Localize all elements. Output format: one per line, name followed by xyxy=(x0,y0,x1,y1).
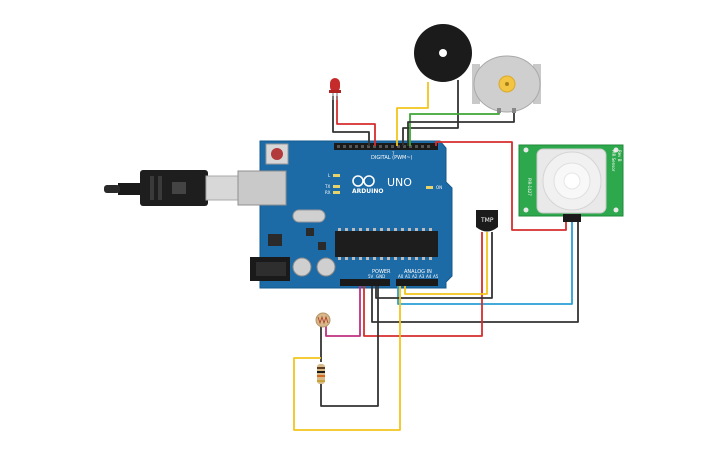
crystal xyxy=(292,209,326,223)
pir-sensor[interactable]: PIR Sensor Rev B PIR-1427 xyxy=(518,144,624,222)
tmp-label: TMP xyxy=(480,217,494,224)
wire-pir-gnd[interactable] xyxy=(371,222,579,323)
pir-label-2: Rev B xyxy=(617,150,622,162)
brand-label: ARDUINO xyxy=(352,188,383,195)
power-header-label: POWER xyxy=(372,269,391,275)
led-l xyxy=(333,174,340,177)
wire-tmp-vcc[interactable] xyxy=(363,232,483,337)
power-pin-gnd-label: GND xyxy=(376,274,385,279)
analog-pin-a3-label: A3 xyxy=(419,274,425,279)
wire-led-cathode[interactable] xyxy=(332,96,370,146)
capacitor-1 xyxy=(292,257,312,277)
led-label-rx: RX xyxy=(325,190,331,195)
analog-header[interactable] xyxy=(396,279,438,286)
wires xyxy=(293,80,579,431)
digital-pin-7-label: 7 xyxy=(392,151,395,156)
pir-label-3: PIR-1427 xyxy=(527,178,532,196)
power-header[interactable] xyxy=(340,279,390,286)
led-label-tx: TX xyxy=(324,184,330,189)
wire-motor-black[interactable] xyxy=(407,110,515,146)
wire-resistor-gnd[interactable] xyxy=(320,286,379,407)
led-on xyxy=(426,186,433,189)
red-led[interactable] xyxy=(329,78,341,100)
analog-header-label: ANALOG IN xyxy=(404,269,432,275)
reset-knob[interactable] xyxy=(271,148,283,160)
analog-pin-a5-label: A5 xyxy=(433,274,439,279)
atmega-chip xyxy=(335,231,438,257)
arduino-uno-board[interactable]: L TX RX ON ARDUINO UNO DIGITAL (PWM~) PO… xyxy=(237,140,453,289)
dc-motor[interactable] xyxy=(472,55,541,113)
led-tx xyxy=(333,185,340,188)
usb-cable[interactable] xyxy=(104,170,241,206)
wire-pir-vcc[interactable] xyxy=(435,141,567,231)
wire-led-anode[interactable] xyxy=(336,96,376,146)
analog-pin-a0-label: A0 xyxy=(398,274,404,279)
wire-pir-out[interactable] xyxy=(397,222,573,305)
analog-pin-a4-label: A4 xyxy=(426,274,432,279)
digital-header-label: DIGITAL (PWM~) xyxy=(371,155,413,161)
capacitor-2 xyxy=(316,257,336,277)
temperature-sensor[interactable]: TMP xyxy=(476,210,498,232)
power-pin-5v-label: 5V xyxy=(368,274,374,279)
piezo-buzzer[interactable] xyxy=(414,24,472,82)
resistor[interactable] xyxy=(317,364,325,384)
wire-ldr-vcc[interactable] xyxy=(325,286,361,337)
usb-jack xyxy=(237,170,287,206)
arduino-logo-icon xyxy=(352,175,375,187)
model-label: UNO xyxy=(387,176,412,189)
wire-tmp-out[interactable] xyxy=(404,232,488,295)
led-label-on: ON xyxy=(436,185,442,190)
wire-buzzer-signal[interactable] xyxy=(396,82,429,146)
led-label-l: L xyxy=(328,173,331,178)
photoresistor[interactable] xyxy=(315,312,331,328)
wire-tmp-gnd[interactable] xyxy=(375,232,493,299)
analog-pin-a2-label: A2 xyxy=(412,274,418,279)
pir-label-1: PIR Sensor xyxy=(611,150,616,172)
analog-pin-a1-label: A1 xyxy=(405,274,411,279)
led-rx xyxy=(333,191,340,194)
wire-buzzer-ground[interactable] xyxy=(402,80,459,146)
wire-ldr-signal[interactable] xyxy=(293,286,401,431)
voltage-regulator xyxy=(268,234,282,246)
